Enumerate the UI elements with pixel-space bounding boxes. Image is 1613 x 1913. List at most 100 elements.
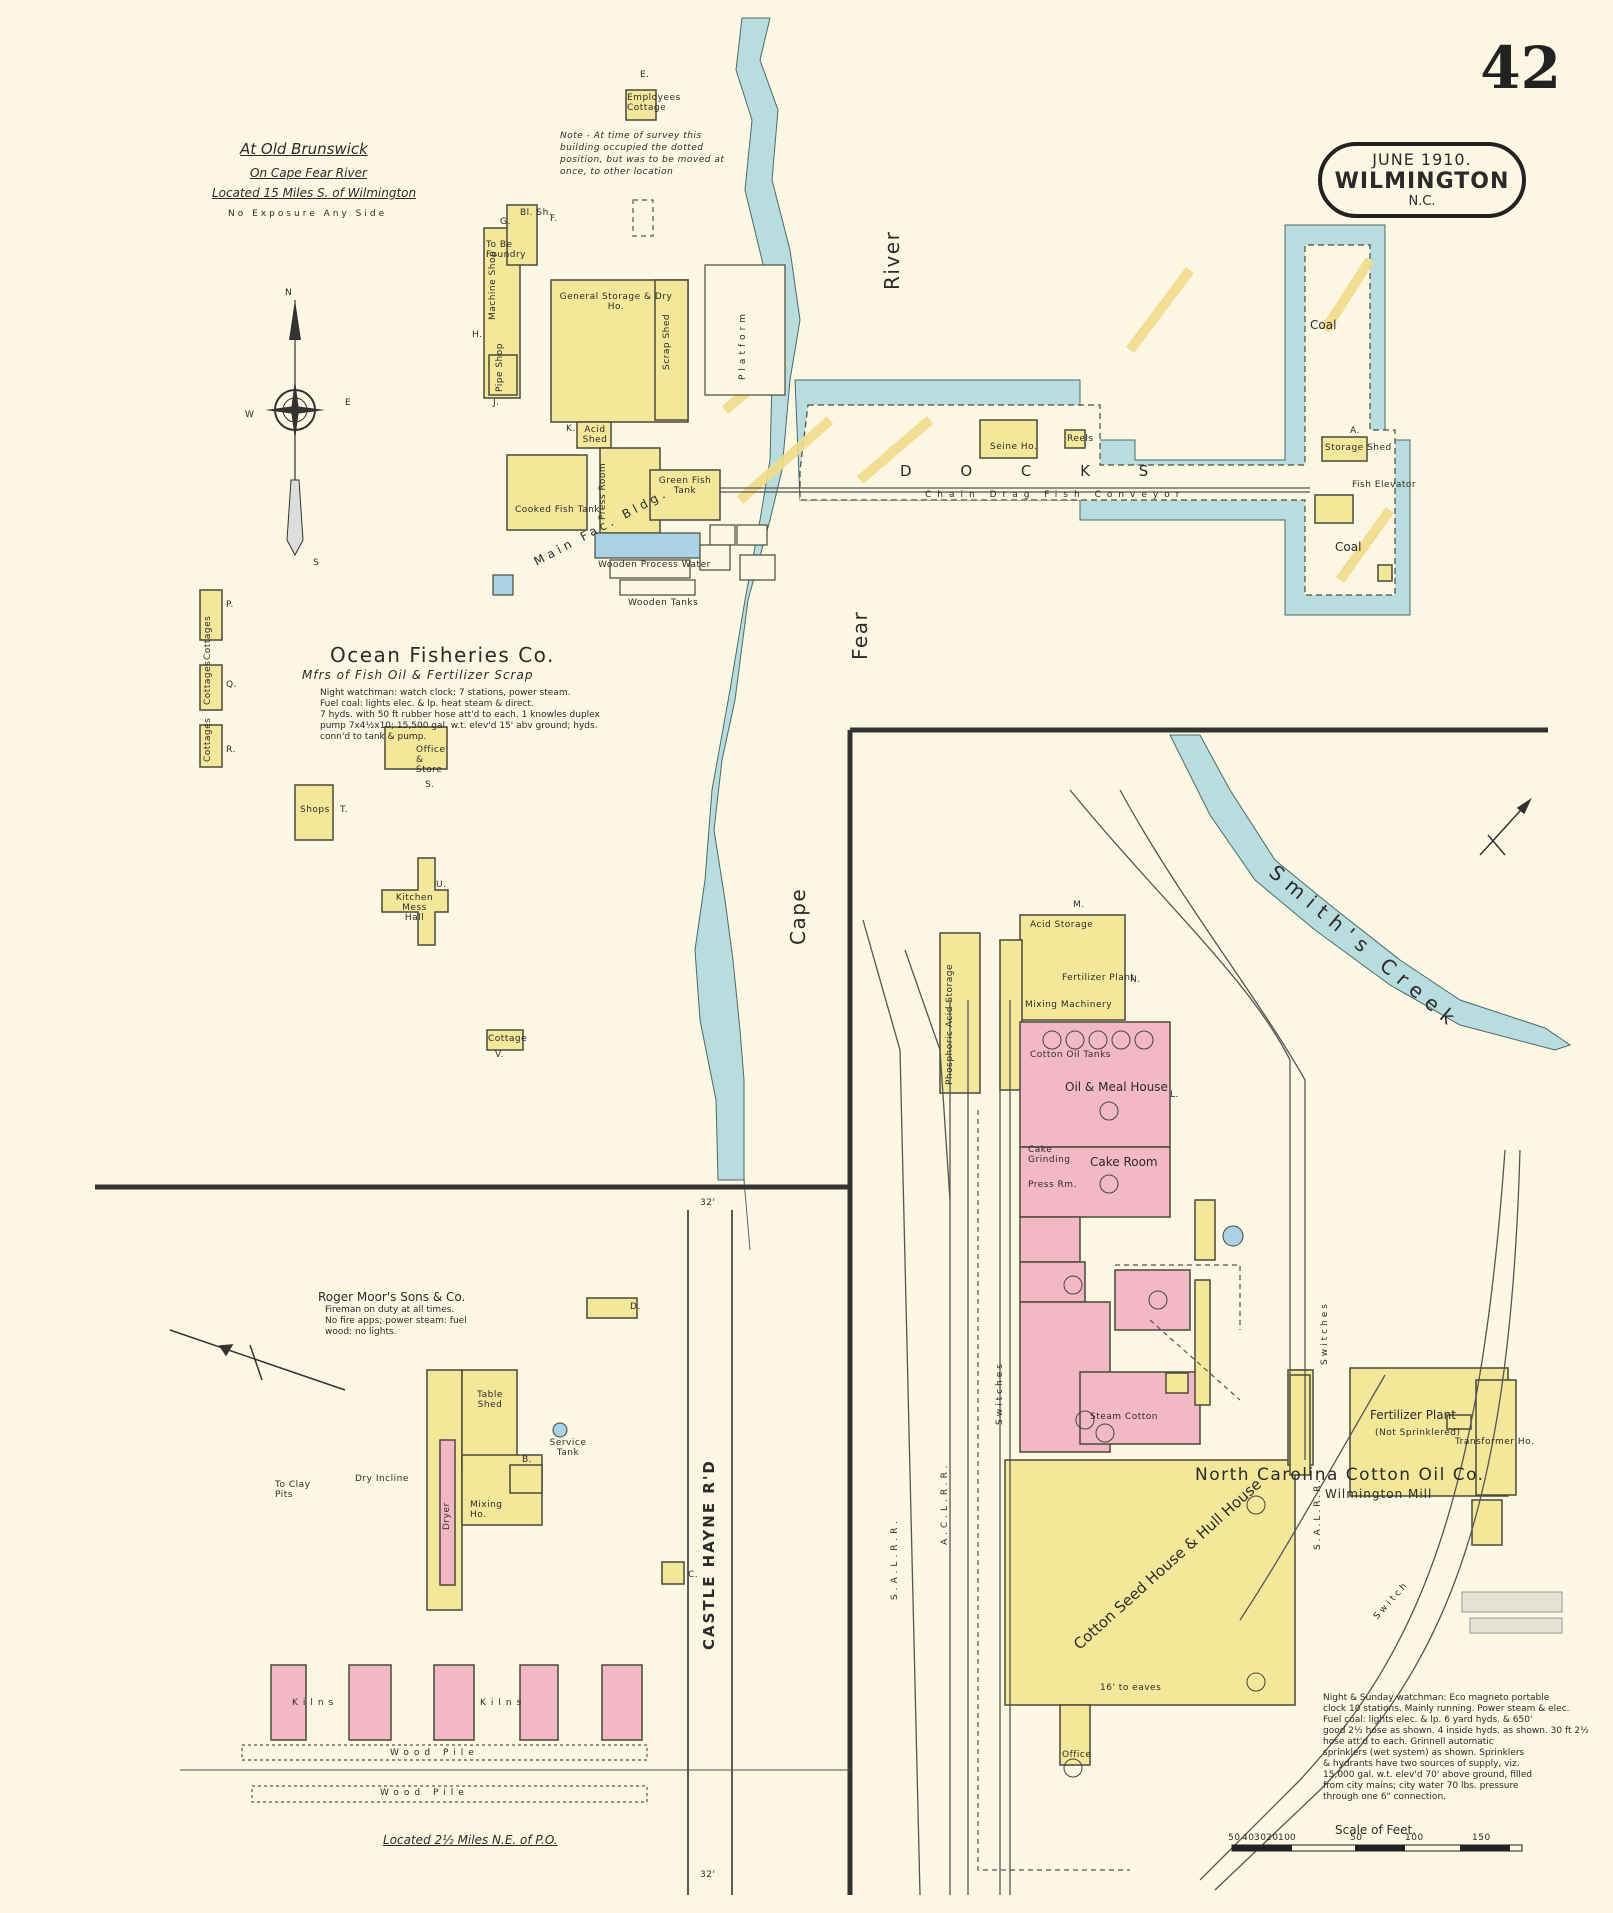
letter-e: E. xyxy=(640,70,650,80)
nc-mill: Wilmington Mill xyxy=(1325,1487,1433,1501)
label-salrr: S.A.L.R.R. xyxy=(890,1517,900,1600)
label-switches: Switches xyxy=(1320,1301,1330,1365)
compass-s: S xyxy=(313,558,320,568)
smiths-creek xyxy=(1169,734,1572,1051)
label-employees-cottage: Employees Cottage xyxy=(627,93,681,113)
scale-bar xyxy=(1231,1844,1523,1852)
label-machine-shop: Machine Shop xyxy=(488,250,498,320)
label-to-be-foundry: To Be Foundry xyxy=(486,240,527,260)
letter-g: G. xyxy=(500,217,511,227)
label-green-fish-tank: Green Fish Tank xyxy=(658,476,712,496)
letter-c: C. xyxy=(688,1570,699,1580)
letter-d: D. xyxy=(630,1302,641,1312)
label-aclrr: A.C.L.R.R. xyxy=(940,1461,950,1545)
roger-details: Fireman on duty at all times. No fire ap… xyxy=(325,1305,467,1337)
brunswick-title: At Old Brunswick xyxy=(240,140,368,158)
label-shops: Shops xyxy=(300,805,330,815)
brunswick-note: Note - At time of survey this building o… xyxy=(560,131,725,177)
river-word-river: River xyxy=(880,230,904,290)
letter-k: K. xyxy=(566,424,576,434)
letter-h: H. xyxy=(472,330,483,340)
letter-n: N. xyxy=(1130,975,1141,985)
letter-r: R. xyxy=(226,745,236,755)
ocean-fisheries-title: Ocean Fisheries Co. xyxy=(330,643,555,667)
compass-w: W xyxy=(245,410,255,420)
label-office-store: Office & Store xyxy=(416,745,446,775)
cape-fear-river xyxy=(694,17,801,1251)
roger-company-title: Roger Moor's Sons & Co. xyxy=(318,1290,466,1304)
scale-tick-20: 20 xyxy=(1266,1833,1279,1843)
label-phosphoric: Phosphoric Acid Storage xyxy=(945,964,955,1085)
label-32-bottom: 32' xyxy=(700,1870,716,1880)
label-kilns-1: Kilns xyxy=(292,1698,339,1708)
letter-b: B. xyxy=(522,1455,533,1465)
label-press-rm: Press Rm. xyxy=(1028,1180,1077,1190)
brunswick-subtitle: On Cape Fear River xyxy=(250,166,367,180)
scale-tick-100: 100 xyxy=(1405,1833,1424,1843)
label-reels: Reels xyxy=(1067,434,1094,444)
label-castle-hayne-road: CASTLE HAYNE R'D xyxy=(700,1459,718,1650)
compass-n: N xyxy=(285,288,293,298)
stamp-state: N.C. xyxy=(1408,194,1436,209)
nc-company-title: North Carolina Cotton Oil Co. xyxy=(1195,1465,1485,1485)
scale-tick-0: 0 xyxy=(1290,1833,1297,1843)
label-cake-grinding: Cake Grinding xyxy=(1028,1145,1071,1165)
label-fertilizer-plant-2: Fertilizer Plant xyxy=(1370,1408,1456,1422)
label-fertilizer-plant: Fertilizer Plant xyxy=(1062,973,1135,983)
ocean-fisheries-details: Night watchman: watch clock: 7 stations,… xyxy=(320,688,600,742)
label-oil-meal-house: Oil & Meal House xyxy=(1065,1080,1168,1094)
nc-details: Night & Sunday watchman: Eco magneto por… xyxy=(1323,1693,1589,1802)
label-service-tank: Service Tank xyxy=(549,1438,587,1458)
label-cotton-oil-tanks: Cotton Oil Tanks xyxy=(1030,1050,1111,1060)
letter-j: J. xyxy=(493,398,500,408)
ocean-fisheries-products: Mfrs of Fish Oil & Fertilizer Scrap xyxy=(302,668,534,682)
letter-p: P. xyxy=(226,600,234,610)
scale-tick-40: 40 xyxy=(1242,1833,1255,1843)
label-conveyor: Chain Drag Fish Conveyor xyxy=(925,490,1186,500)
stamp-date: JUNE 1910. xyxy=(1372,150,1472,169)
label-transformer: Transformer Ho. xyxy=(1455,1437,1535,1447)
label-general-storage: General Storage & Dry Ho. xyxy=(559,292,673,312)
label-salrr-2: S.A.L.R.R. xyxy=(1313,1477,1323,1550)
label-press-room: Press Room xyxy=(598,462,608,520)
label-storage-shed: Storage Shed xyxy=(1325,443,1392,453)
label-cottages-2: Cottages xyxy=(203,660,213,705)
label-acid-shed: Acid Shed xyxy=(582,425,608,445)
label-coal-bottom: Coal xyxy=(1335,540,1362,554)
sheet-number: 42 xyxy=(1480,34,1561,102)
letter-t: T. xyxy=(340,805,349,815)
letter-v: V. xyxy=(495,1050,504,1060)
letter-s: S. xyxy=(425,780,435,790)
label-table-shed: Table Shed xyxy=(477,1390,503,1410)
label-office: Office xyxy=(1062,1750,1092,1760)
label-cottages-3: Cottages xyxy=(203,717,213,762)
label-wooden-process-water: Wooden Process Water xyxy=(598,560,711,570)
label-32-top: 32' xyxy=(700,1198,716,1208)
label-kilns-2: Kilns xyxy=(480,1698,527,1708)
label-to-clay-pits: To Clay Pits xyxy=(275,1480,311,1500)
scale-tick-150: 150 xyxy=(1472,1833,1491,1843)
brunswick-exposure: No Exposure Any Side xyxy=(228,209,388,219)
scale-tick-30: 30 xyxy=(1254,1833,1267,1843)
compass-e: E xyxy=(345,398,352,408)
north-arrow-rm xyxy=(169,1329,346,1391)
label-wooden-tanks: Wooden Tanks xyxy=(628,598,699,608)
roger-location: Located 2½ Miles N.E. of P.O. xyxy=(383,1833,558,1847)
label-cake-room: Cake Room xyxy=(1090,1155,1158,1169)
north-arrow-nc xyxy=(1479,797,1532,856)
label-mixing-machinery: Mixing Machinery xyxy=(1025,1000,1113,1010)
label-cottage: Cottage xyxy=(488,1034,528,1044)
label-dryer: Dryer xyxy=(442,1502,452,1530)
letter-l: L. xyxy=(1170,1090,1179,1100)
label-pipe-shop: Pipe Shop xyxy=(495,343,505,392)
label-kitchen-mess: Kitchen Mess Hall xyxy=(395,893,434,923)
scale-tick-50a: 50 xyxy=(1228,1833,1241,1843)
label-scrap-shed: Scrap Shed xyxy=(662,313,672,370)
label-wood-pile-2: Wood Pile xyxy=(380,1788,469,1798)
label-fish-elevator: Fish Elevator xyxy=(1352,480,1417,490)
label-mixing-ho: Mixing Ho. xyxy=(470,1500,503,1520)
label-steam-cotton: Steam Cotton xyxy=(1090,1412,1158,1422)
label-16-feet: 16' to eaves xyxy=(1100,1683,1162,1693)
scale-tick-50b: 50 xyxy=(1350,1833,1363,1843)
letter-u: U. xyxy=(436,880,447,890)
